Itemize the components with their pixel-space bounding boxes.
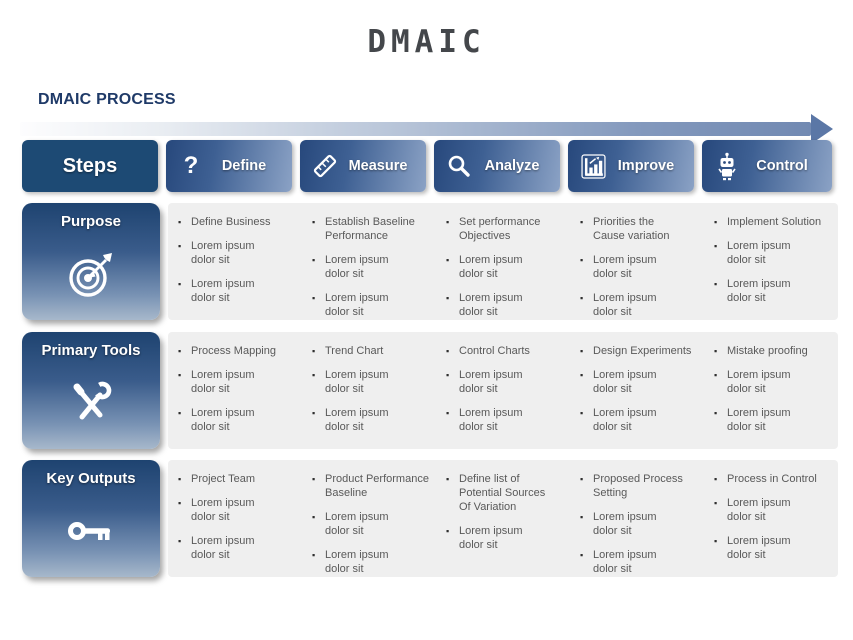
bullet-item: Establish Baseline Performance [312,215,430,243]
cell-purpose-improve: Priorities the Cause variation Lorem ips… [570,203,704,320]
bullet-item: Define Business [178,215,296,229]
key-icon [67,487,115,577]
bullet-item: Lorem ipsum dolor sit [714,368,832,396]
bullet-item: Lorem ipsum dolor sit [178,368,296,396]
page-title: DMAIC [367,24,486,60]
cell-outputs-improve: Proposed Process Setting Lorem ipsum dol… [570,460,704,577]
cell-outputs-control: Process in Control Lorem ipsum dolor sit… [704,460,838,577]
bullet-item: Process Mapping [178,344,296,358]
bullet-item: Design Experiments [580,344,698,358]
bullet-item: Lorem ipsum dolor sit [312,368,430,396]
row-label-text: Primary Tools [41,342,141,359]
bullet-item: Lorem ipsum dolor sit [312,406,430,434]
bullet-item: Project Team [178,472,296,486]
bullet-item: Lorem ipsum dolor sit [714,496,832,524]
row-label-text: Key Outputs [46,470,136,487]
bullet-item: Lorem ipsum dolor sit [580,368,698,396]
column-header-label: Improve [617,158,675,174]
arrow-bar [20,122,811,136]
key-outputs-cells: Project Team Lorem ipsum dolor sit Lorem… [168,460,838,577]
column-header-measure[interactable]: Measure [300,140,426,192]
bullet-item: Lorem ipsum dolor sit [580,548,698,576]
bullet-item: Lorem ipsum dolor sit [446,291,564,319]
bullet-item: Lorem ipsum dolor sit [178,534,296,562]
column-header-label: Control [756,158,808,174]
bullet-item: Lorem ipsum dolor sit [312,291,430,319]
bullet-item: Trend Chart [312,344,430,358]
bullet-item: Proposed Process Setting [580,472,698,500]
cell-tools-improve: Design Experiments Lorem ipsum dolor sit… [570,332,704,449]
row-label-primary-tools[interactable]: Primary Tools [22,332,160,449]
bar-chart-icon [580,153,606,179]
column-header-label: Define [221,158,267,174]
primary-tools-cells: Process Mapping Lorem ipsum dolor sit Lo… [168,332,838,449]
bullet-item: Lorem ipsum dolor sit [580,406,698,434]
process-arrow [20,114,833,144]
bullet-item: Lorem ipsum dolor sit [312,253,430,281]
bullet-item: Lorem ipsum dolor sit [580,291,698,319]
cell-tools-control: Mistake proofing Lorem ipsum dolor sit L… [704,332,838,449]
bullet-item: Lorem ipsum dolor sit [446,406,564,434]
bullet-item: Lorem ipsum dolor sit [312,510,430,538]
bullet-item: Lorem ipsum dolor sit [178,277,296,305]
bullet-item: Lorem ipsum dolor sit [178,406,296,434]
cell-outputs-define: Project Team Lorem ipsum dolor sit Lorem… [168,460,302,577]
cell-purpose-measure: Establish Baseline Performance Lorem ips… [302,203,436,320]
row-label-text: Purpose [60,213,121,230]
bullet-item: Lorem ipsum dolor sit [446,253,564,281]
bullet-item: Process in Control [714,472,832,486]
cell-purpose-define: Define Business Lorem ipsum dolor sit Lo… [168,203,302,320]
arrow-head-icon [811,114,833,144]
bullet-item: Lorem ipsum dolor sit [714,406,832,434]
bullet-item: Lorem ipsum dolor sit [312,548,430,576]
cell-purpose-analyze: Set performance Objectives Lorem ipsum d… [436,203,570,320]
bullet-item: Lorem ipsum dolor sit [178,239,296,267]
row-label-purpose[interactable]: Purpose [22,203,160,320]
bullet-item: Product Performance Baseline [312,472,430,500]
bullet-item: Lorem ipsum dolor sit [580,510,698,538]
question-mark-icon: ? [183,152,199,179]
purpose-cells: Define Business Lorem ipsum dolor sit Lo… [168,203,838,320]
process-section-label: DMAIC PROCESS [38,91,176,108]
bullet-item: Lorem ipsum dolor sit [714,277,832,305]
target-icon [65,230,117,320]
bullet-item: Define list of Potential Sources Of Vari… [446,472,564,514]
bullet-item: Priorities the Cause variation [580,215,698,243]
cell-tools-define: Process Mapping Lorem ipsum dolor sit Lo… [168,332,302,449]
steps-header-row: Steps ? Define Measure [22,140,832,192]
bullet-item: Mistake proofing [714,344,832,358]
steps-header[interactable]: Steps [22,140,158,192]
bullet-item: Lorem ipsum dolor sit [446,368,564,396]
bullet-item: Lorem ipsum dolor sit [714,534,832,562]
column-header-control[interactable]: Control [702,140,832,192]
column-header-define[interactable]: ? Define [166,140,292,192]
cell-purpose-control: Implement Solution Lorem ipsum dolor sit… [704,203,838,320]
cell-tools-measure: Trend Chart Lorem ipsum dolor sit Lorem … [302,332,436,449]
tools-icon [65,359,117,449]
column-header-label: Measure [348,158,408,174]
cell-outputs-measure: Product Performance Baseline Lorem ipsum… [302,460,436,577]
robot-icon [714,152,740,181]
bullet-item: Lorem ipsum dolor sit [580,253,698,281]
ruler-icon [312,153,338,179]
cell-outputs-analyze: Define list of Potential Sources Of Vari… [436,460,570,577]
column-header-improve[interactable]: Improve [568,140,694,192]
column-header-analyze[interactable]: Analyze [434,140,560,192]
bullet-item: Implement Solution [714,215,832,229]
column-header-label: Analyze [484,158,540,174]
bullet-item: Lorem ipsum dolor sit [714,239,832,267]
bullet-item: Lorem ipsum dolor sit [446,524,564,552]
bullet-item: Lorem ipsum dolor sit [178,496,296,524]
bullet-item: Set performance Objectives [446,215,564,243]
cell-tools-analyze: Control Charts Lorem ipsum dolor sit Lor… [436,332,570,449]
magnifier-icon [446,154,472,178]
row-label-key-outputs[interactable]: Key Outputs [22,460,160,577]
bullet-item: Control Charts [446,344,564,358]
